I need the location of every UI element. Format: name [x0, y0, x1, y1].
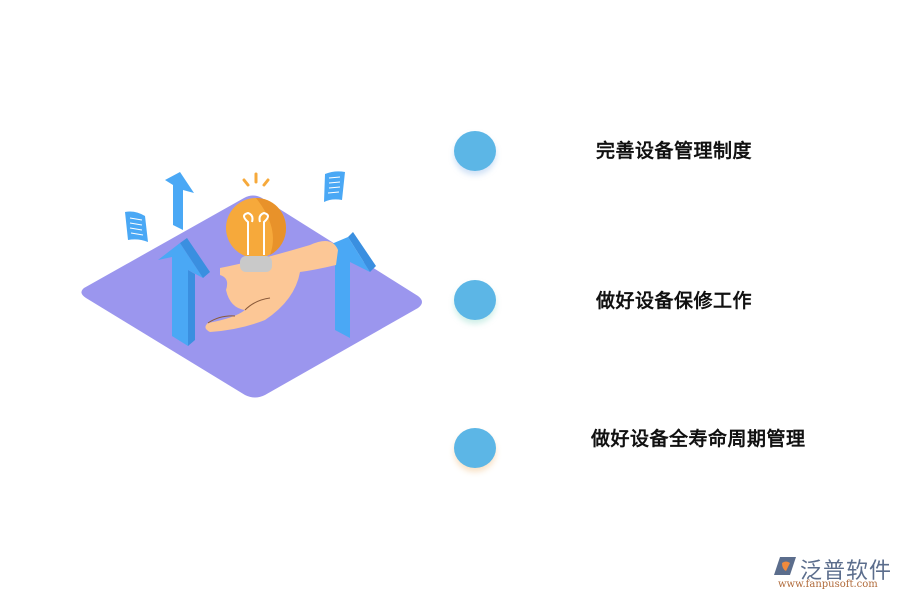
document-icon — [324, 171, 345, 202]
brand-logo: 泛普软件 www.fanpusoft.com — [768, 552, 898, 596]
bullet-dot — [454, 131, 496, 171]
up-arrow-icon — [158, 238, 210, 346]
bullet-dot — [454, 280, 496, 320]
logo-name: 泛普软件 — [800, 559, 893, 584]
up-arrow-icon — [165, 172, 194, 230]
item-label: 做好设备全寿命周期管理 — [591, 428, 806, 450]
logo-mark-icon — [774, 557, 796, 575]
hand-icon — [205, 241, 338, 332]
lightbulb-icon — [226, 172, 287, 272]
bullet-dot — [454, 428, 496, 468]
idea-illustration — [70, 160, 440, 410]
logo-url: www.fanpusoft.com — [778, 579, 878, 590]
document-icon — [125, 211, 148, 242]
item-label: 做好设备保修工作 — [596, 290, 753, 312]
item-label: 完善设备管理制度 — [596, 140, 753, 162]
up-arrow-icon — [322, 232, 376, 338]
